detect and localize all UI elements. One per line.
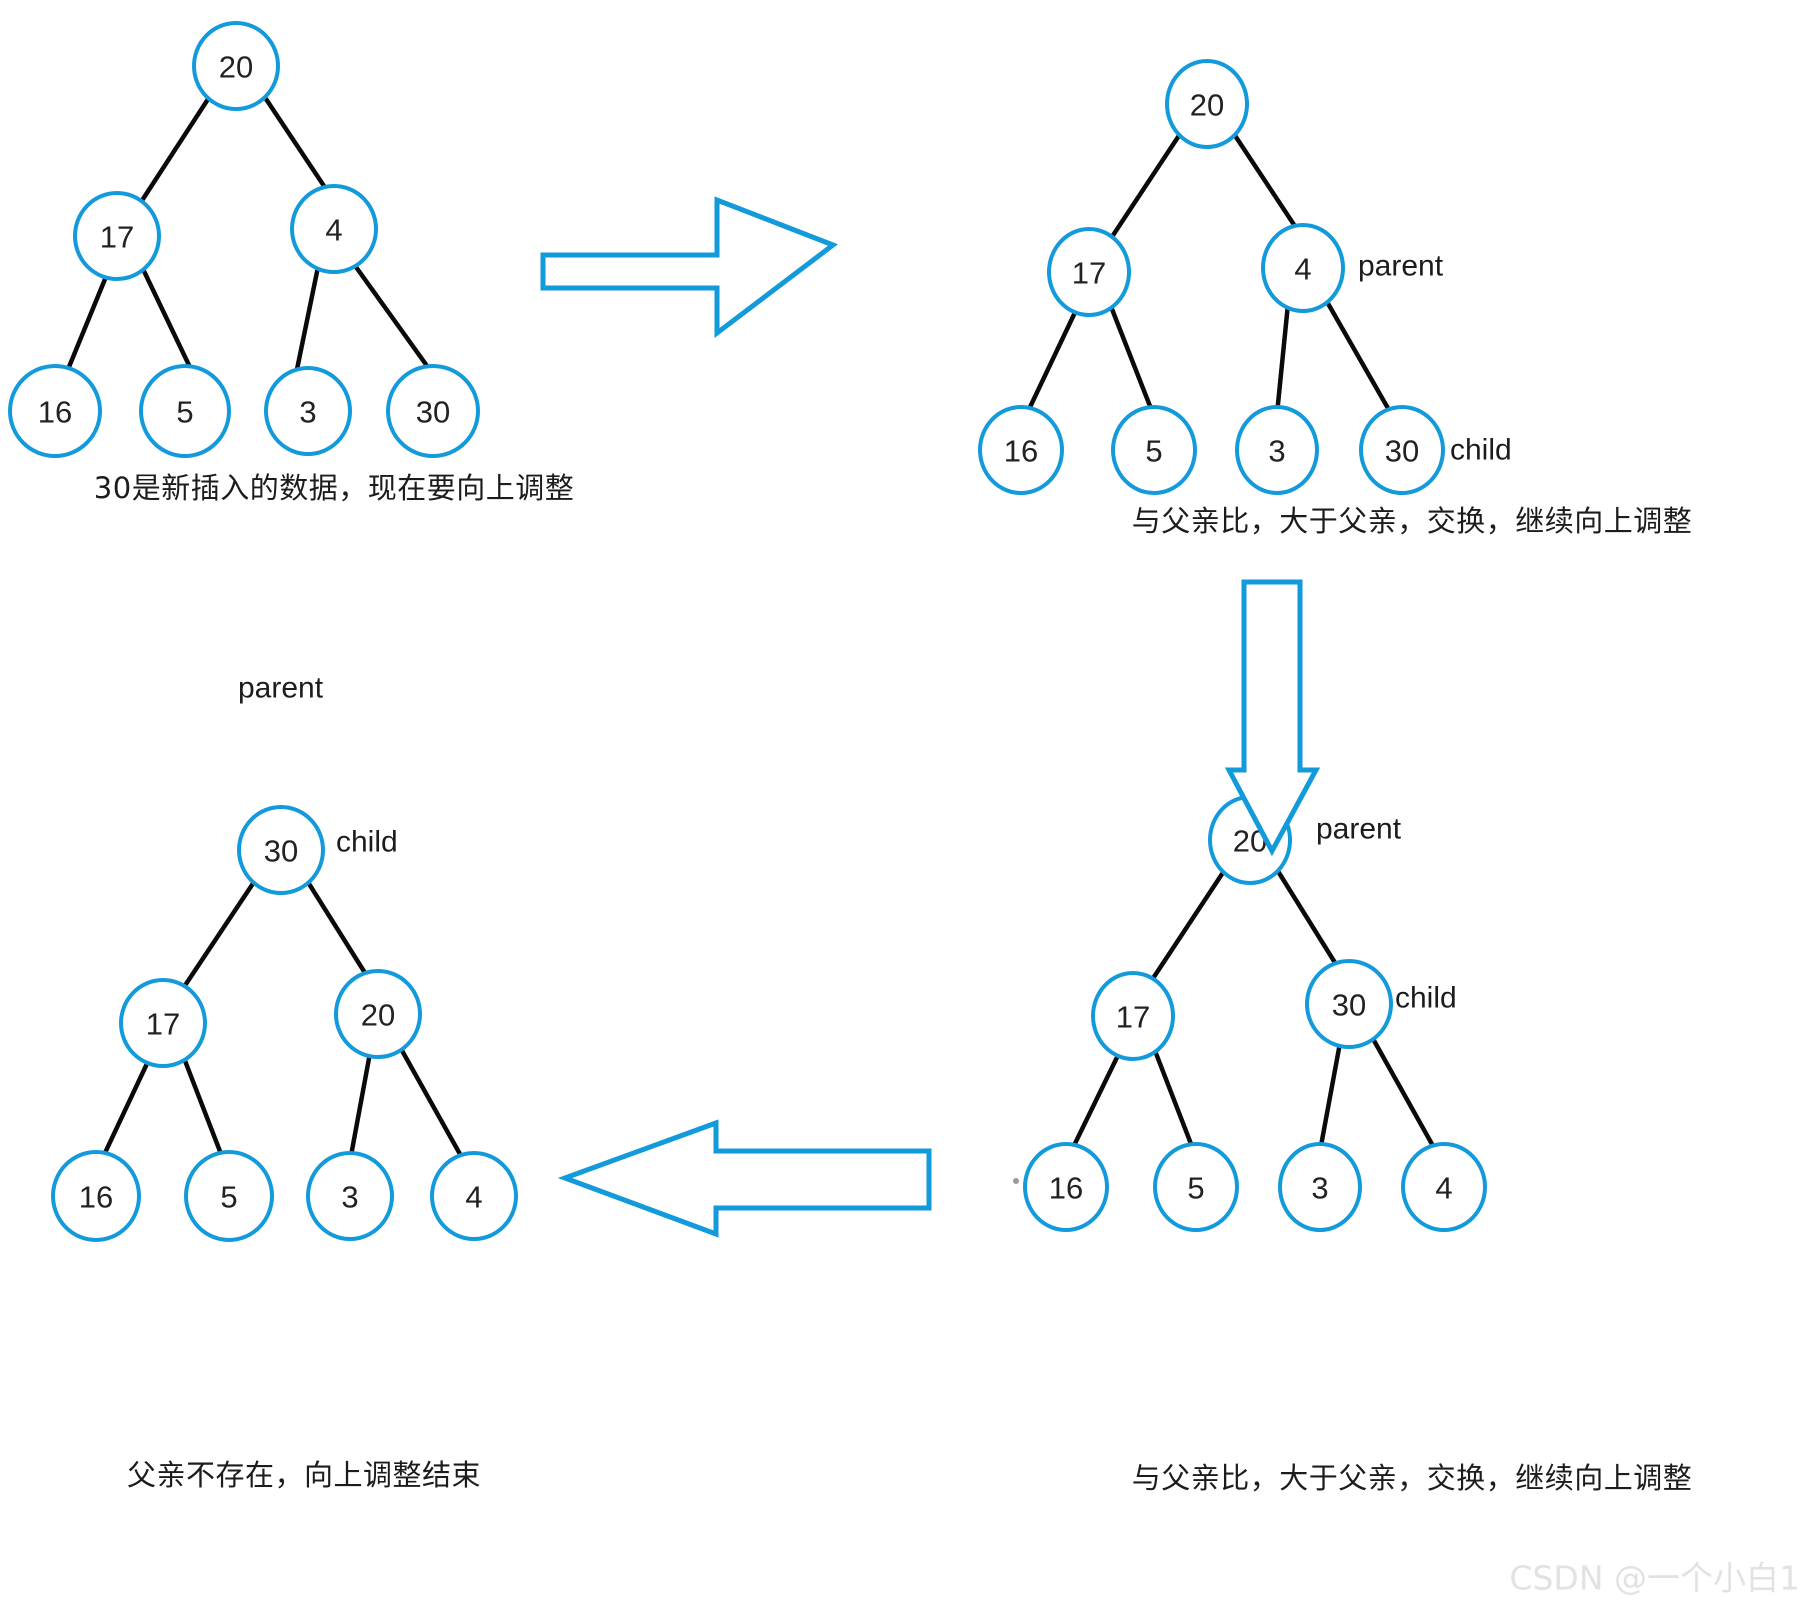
node-label: 20 [219, 50, 253, 85]
edge-l-ll [59, 264, 113, 387]
edge-l-ll [1063, 1040, 1127, 1165]
node-left-left: 16 [1023, 1142, 1109, 1232]
panel-3-caption: 与父亲比，大于父亲，交换，继续向上调整 [1132, 1461, 1693, 1495]
node-left: 17 [73, 191, 161, 281]
edge-r-rr [1323, 297, 1400, 427]
node-root: 20 [1165, 59, 1249, 149]
panel-1-initial-heap: 20 17 4 16 5 3 [8, 21, 574, 505]
child-label: child [1450, 434, 1512, 467]
edge-l-lr [1149, 1040, 1201, 1165]
node-label: 16 [38, 395, 72, 430]
node-right-right: 30 [386, 364, 480, 458]
node-left-right: 5 [1153, 1142, 1239, 1232]
node-label: 5 [1145, 434, 1162, 469]
node-left-right: 5 [139, 364, 231, 458]
node-right: 4 [290, 184, 378, 274]
block-arrow-left-icon [557, 1119, 932, 1238]
node-label: 17 [146, 1007, 180, 1042]
node-left-left: 16 [978, 405, 1064, 495]
node-root: 20 [192, 21, 280, 111]
node-right: 30 [1305, 959, 1393, 1049]
node-left-right: 5 [1111, 405, 1197, 495]
csdn-watermark: CSDN @一个小白1 [1509, 1559, 1800, 1598]
node-left-left: 16 [8, 364, 102, 458]
block-arrow-down-icon [1224, 579, 1321, 857]
node-root: 30 [237, 805, 325, 895]
node-label: 16 [1049, 1171, 1083, 1206]
panel-3-compare-step2: 20 17 30 16 5 3 [1013, 795, 1693, 1495]
edge-l-lr [1107, 301, 1160, 427]
node-label: 5 [1187, 1171, 1204, 1206]
parent-label: parent [1316, 813, 1402, 846]
node-right-left: 3 [1235, 405, 1319, 495]
parent-floating-label: parent [238, 672, 324, 705]
node-right-left: 3 [1278, 1142, 1362, 1232]
edge-r-rr [397, 1044, 473, 1175]
node-left: 17 [119, 978, 207, 1068]
child-label: child [336, 826, 398, 859]
node-label: 3 [341, 1180, 358, 1215]
node-left: 17 [1047, 227, 1131, 317]
edge-r-rr [1369, 1034, 1445, 1165]
node-label: 4 [465, 1180, 482, 1215]
node-label: 17 [1072, 256, 1106, 291]
node-right: 20 [334, 969, 422, 1059]
panel-2-compare-step1: 20 17 4 16 5 3 [978, 59, 1693, 538]
parent-label: parent [1358, 250, 1444, 283]
node-label: 5 [220, 1180, 237, 1215]
panel-4-caption: 父亲不存在，向上调整结束 [127, 1458, 481, 1492]
node-label: 5 [176, 395, 193, 430]
block-arrow-right-icon [540, 196, 839, 339]
node-label: 20 [361, 998, 395, 1033]
node-right-right: 4 [430, 1151, 518, 1241]
node-right-right: 30 [1359, 405, 1445, 495]
child-label: child [1395, 982, 1457, 1015]
edge-r-rr [353, 264, 443, 387]
node-label: 17 [1116, 1000, 1150, 1035]
node-right-left: 3 [264, 366, 352, 456]
panel-1-caption: 30是新插入的数据，现在要向上调整 [94, 471, 574, 505]
panel-2-caption: 与父亲比，大于父亲，交换，继续向上调整 [1132, 504, 1693, 538]
node-label: 4 [325, 213, 342, 248]
node-label: 4 [1294, 252, 1311, 287]
edge-root-left [1139, 865, 1229, 998]
node-label: 30 [416, 395, 450, 430]
node-right-right: 4 [1401, 1142, 1487, 1232]
node-label: 30 [1385, 434, 1419, 469]
node-label: 16 [1004, 434, 1038, 469]
node-label: 3 [1268, 434, 1285, 469]
node-right: 4 [1261, 223, 1345, 313]
node-label: 3 [1311, 1171, 1328, 1206]
node-label: 20 [1190, 88, 1224, 123]
edge-r-rl [291, 264, 321, 387]
edge-l-ll [1019, 301, 1082, 427]
node-left-left: 16 [51, 1150, 141, 1242]
node-left: 17 [1091, 971, 1175, 1061]
node-label: 3 [299, 395, 316, 430]
node-right-left: 3 [306, 1151, 394, 1241]
node-label: 17 [100, 220, 134, 255]
edge-root-left [169, 876, 259, 1008]
node-label: 16 [79, 1180, 113, 1215]
panel-4-final-heap: 30 17 20 16 5 3 [51, 672, 518, 1492]
node-label: 4 [1435, 1171, 1452, 1206]
node-left-right: 5 [184, 1150, 274, 1242]
node-label: 30 [1332, 988, 1366, 1023]
stray-dot [1013, 1178, 1019, 1184]
node-label: 30 [264, 834, 298, 869]
edge-r-rl [1273, 301, 1291, 427]
